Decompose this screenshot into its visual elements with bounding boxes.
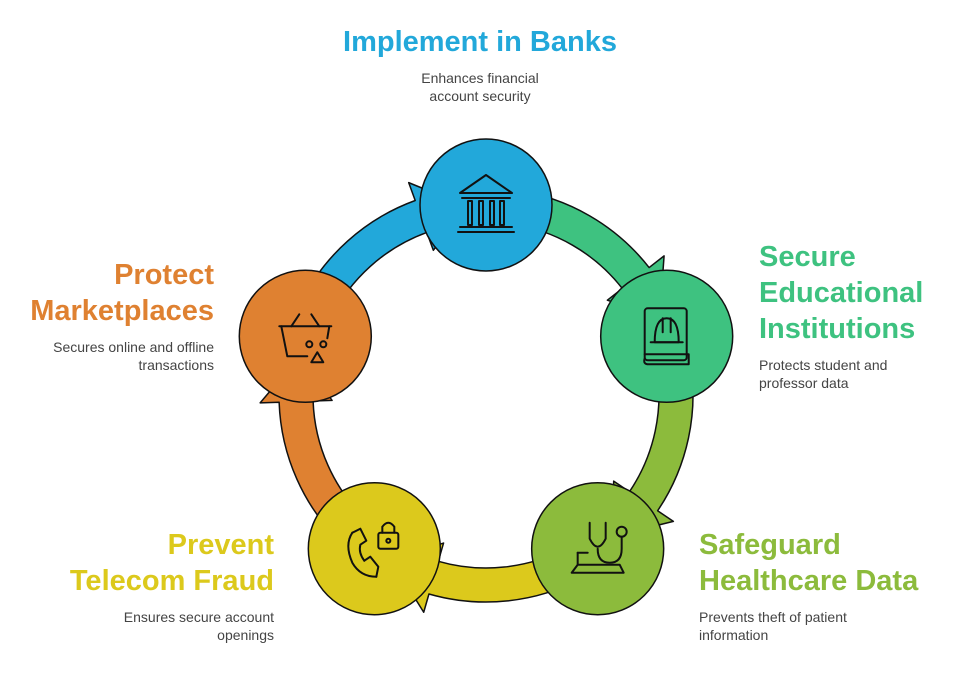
- title-telecom: Prevent Telecom Fraud: [69, 529, 274, 597]
- desc-telecom: Ensures secure account openings: [123, 609, 274, 643]
- cycle-nodes: [238, 138, 734, 616]
- desc-healthcare: Prevents theft of patient information: [699, 609, 847, 643]
- desc-marketplaces: Secures online and offline transactions: [53, 339, 214, 373]
- education-book-icon: [643, 307, 690, 366]
- title-healthcare: Safeguard Healthcare Data: [699, 529, 919, 597]
- node-telecom: [307, 481, 442, 616]
- label-education: Secure Educational Institutions Protects…: [759, 239, 964, 392]
- title-marketplaces: Protect Marketplaces: [30, 259, 214, 327]
- bank-icon: [457, 174, 515, 233]
- node-circle-education: [599, 269, 734, 404]
- desc-education: Protects student and professor data: [759, 357, 888, 391]
- stethoscope-icon: [570, 521, 628, 574]
- title-banks: Implement in Banks: [343, 26, 617, 58]
- node-marketplaces: [238, 269, 373, 404]
- node-circle-marketplaces: [238, 269, 373, 404]
- node-banks: [419, 138, 553, 272]
- label-healthcare: Safeguard Healthcare Data Prevents theft…: [699, 527, 961, 644]
- label-banks: Implement in Banks Enhances financial ac…: [330, 24, 630, 105]
- node-circle-telecom: [307, 481, 442, 616]
- phone-lock-icon: [347, 521, 400, 578]
- title-education: Secure Educational Institutions: [759, 241, 924, 345]
- label-marketplaces: Protect Marketplaces Secures online and …: [14, 257, 214, 374]
- node-education: [599, 269, 734, 404]
- label-telecom: Prevent Telecom Fraud Ensures secure acc…: [24, 527, 274, 644]
- node-healthcare: [530, 481, 665, 616]
- node-circle-banks: [419, 138, 553, 272]
- desc-banks: Enhances financial account security: [421, 70, 539, 104]
- shopping-basket-icon: [278, 313, 333, 364]
